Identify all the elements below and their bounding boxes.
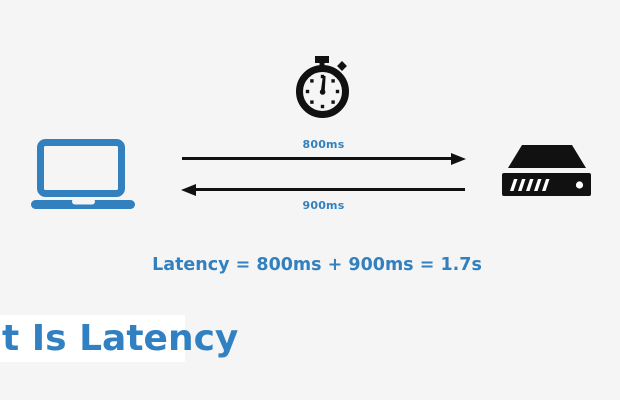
title-band: t Is Latency xyxy=(0,315,239,362)
laptop-icon xyxy=(31,139,135,209)
arrow-right-icon xyxy=(451,152,466,165)
latency-formula: Latency = 800ms + 900ms = 1.7s xyxy=(152,255,482,275)
arrow-left-icon xyxy=(181,183,196,196)
page-title: t Is Latency xyxy=(2,318,239,359)
response-arrow xyxy=(196,188,465,191)
request-arrow xyxy=(182,157,451,160)
response-latency-label: 900ms xyxy=(302,199,345,212)
stopwatch-icon xyxy=(296,56,349,118)
server-icon xyxy=(502,145,591,196)
request-latency-label: 800ms xyxy=(302,138,345,151)
